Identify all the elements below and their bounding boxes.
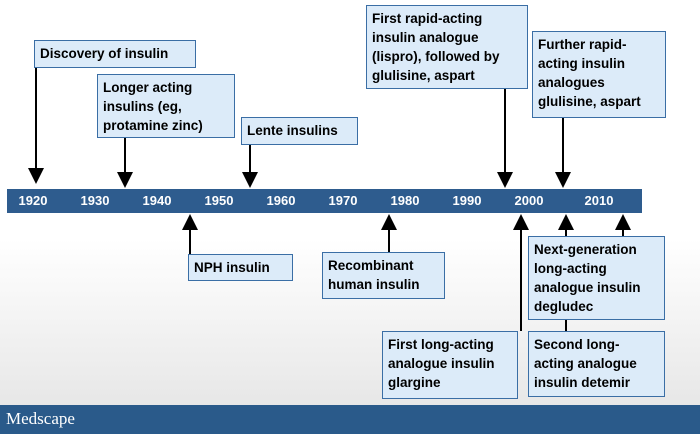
event-further-rapid-acting: Further rapid-acting insulin analogues g… [532, 31, 666, 118]
year-label: 1930 [80, 193, 110, 208]
event-next-generation-long-acting: Next-generation long-acting analogue ins… [528, 236, 665, 320]
year-label: 1920 [18, 193, 48, 208]
year-label: 1940 [142, 193, 172, 208]
medscape-logo: Medscape [6, 409, 75, 428]
year-label: 1980 [390, 193, 420, 208]
event-first-long-acting: First long-acting analogue insulin glarg… [382, 331, 518, 399]
timeline-axis [7, 189, 642, 213]
event-discovery-of-insulin: Discovery of insulin [34, 40, 196, 68]
event-recombinant-human-insulin: Recombinant human insulin [322, 252, 445, 299]
year-label: 1970 [328, 193, 358, 208]
footer-bar: Medscape [0, 405, 700, 434]
year-label: 1960 [266, 193, 296, 208]
year-label: 1950 [204, 193, 234, 208]
event-second-long-acting: Second long-acting analogue insulin dete… [528, 331, 665, 397]
year-label: 2010 [584, 193, 614, 208]
event-nph-insulin: NPH insulin [188, 254, 293, 281]
event-lente-insulins: Lente insulins [241, 117, 358, 145]
event-longer-acting-insulins: Longer acting insulins (eg, protamine zi… [97, 74, 235, 138]
year-label: 2000 [514, 193, 544, 208]
year-label: 1990 [452, 193, 482, 208]
event-first-rapid-acting: First rapid-acting insulin analogue (lis… [366, 5, 528, 89]
